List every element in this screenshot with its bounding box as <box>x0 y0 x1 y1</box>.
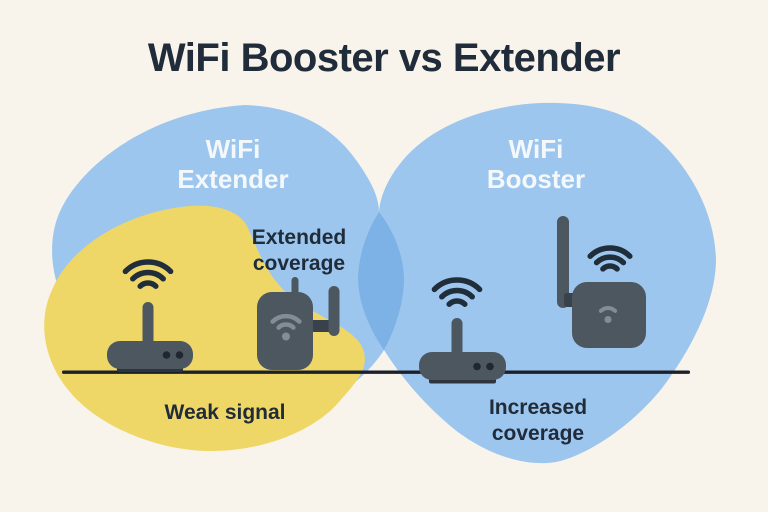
left-router-body <box>107 341 193 369</box>
right-router-wifi-signal-icon <box>431 277 483 307</box>
increased-coverage-annotation: Increased coverage <box>458 395 618 447</box>
wifi-extender-zone-label: WiFi Extender <box>123 134 343 194</box>
weak-signal-zone <box>44 205 365 452</box>
left-router-wifi-signal-icon <box>122 259 174 289</box>
left-router-led <box>175 351 184 359</box>
zone-label-line: Extender <box>177 164 289 194</box>
wifi-extender-device-icon <box>257 277 340 370</box>
right-router-antenna <box>451 318 463 358</box>
booster-face-wifi-signal-icon <box>598 305 618 323</box>
right-router-body <box>419 352 506 380</box>
right-wifi-router-icon <box>419 277 506 384</box>
annotation-line: Increased <box>488 396 588 419</box>
coverage-overlap-lens <box>358 212 404 350</box>
booster-wifi-signal-icon <box>587 245 633 272</box>
ground-line <box>62 370 690 374</box>
zone-label-line: WiFi <box>508 134 564 164</box>
annotation-line: Extended <box>251 226 347 249</box>
extender-side-arm <box>308 320 332 332</box>
extender-wifi-signal-icon <box>270 313 302 341</box>
extended-coverage-annotation: Extended coverage <box>214 225 384 277</box>
left-wifi-router-icon <box>107 259 193 372</box>
booster-body <box>572 282 646 348</box>
booster-antenna <box>557 216 569 308</box>
wifi-booster-zone-label: WiFi Booster <box>426 134 646 194</box>
right-router-led <box>486 362 494 371</box>
zone-label-line: Booster <box>486 164 586 194</box>
left-router-led <box>162 351 171 359</box>
weak-signal-annotation: Weak signal <box>164 401 286 424</box>
annotation-line: coverage <box>252 252 346 275</box>
extender-side-antenna <box>328 286 340 336</box>
zone-label-line: WiFi <box>205 134 261 164</box>
extender-body <box>257 292 313 370</box>
right-router-led <box>473 362 481 371</box>
annotation-line: coverage <box>491 422 585 445</box>
left-router-antenna <box>142 302 154 347</box>
wifi-booster-device-icon <box>557 216 646 348</box>
page-title: WiFi Booster vs Extender <box>147 36 621 80</box>
